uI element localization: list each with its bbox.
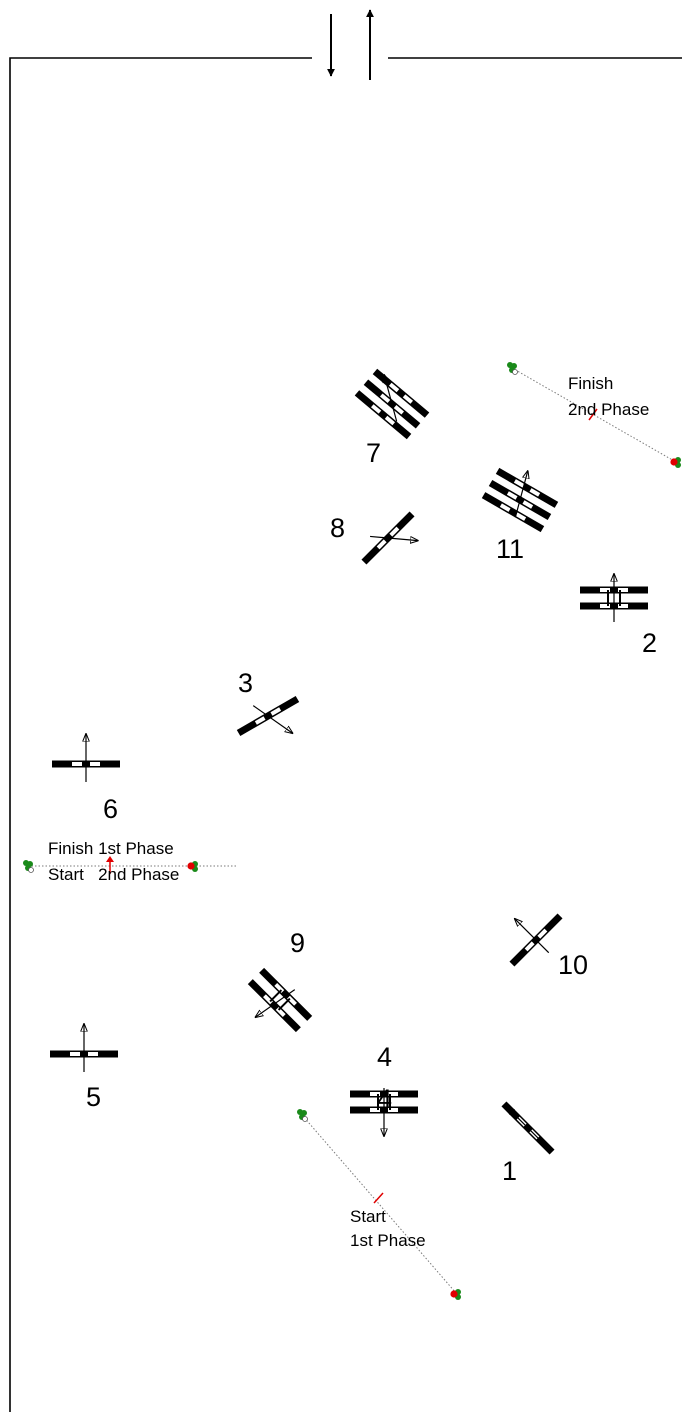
obstacle-number-11: 11 [496,534,524,564]
obstacle-9 [246,966,314,1034]
obstacle-number-4-overlay: 4 [377,1084,392,1114]
obstacle-1 [501,1101,555,1155]
obstacle-number-6: 6 [103,794,118,824]
obstacle-2 [579,574,649,622]
obstacle-11 [481,467,559,533]
finish-start-line-phase-change [22,856,236,874]
finish-2nd-phase-label: 2nd Phase [568,400,649,419]
finish-line-2nd-phase [506,361,681,468]
start-phase-label: 1st Phase [350,1231,426,1250]
start-2nd-phase-label: Start 2nd Phase [48,865,179,884]
obstacle-number-7: 7 [366,438,381,468]
start-line-1st-phase [296,1108,461,1300]
obstacle-7 [354,368,430,440]
arena-boundary [9,57,682,1412]
obstacle-number-9: 9 [290,928,305,958]
obstacle-number-10: 10 [558,950,588,980]
start-label: Start [350,1207,386,1226]
obstacle-number-1: 1 [502,1156,517,1186]
obstacle-number-8: 8 [330,513,345,543]
obstacle-8 [361,511,428,565]
obstacle-number-2: 2 [642,628,657,658]
obstacle-number-3: 3 [238,668,253,698]
finish-1st-phase-label: Finish 1st Phase [48,839,174,858]
obstacle-6 [52,734,120,782]
obstacle-number-5: 5 [86,1082,101,1112]
finish-label: Finish [568,374,613,393]
obstacle-5 [50,1024,118,1072]
obstacle-number-4: 4 [377,1042,392,1072]
